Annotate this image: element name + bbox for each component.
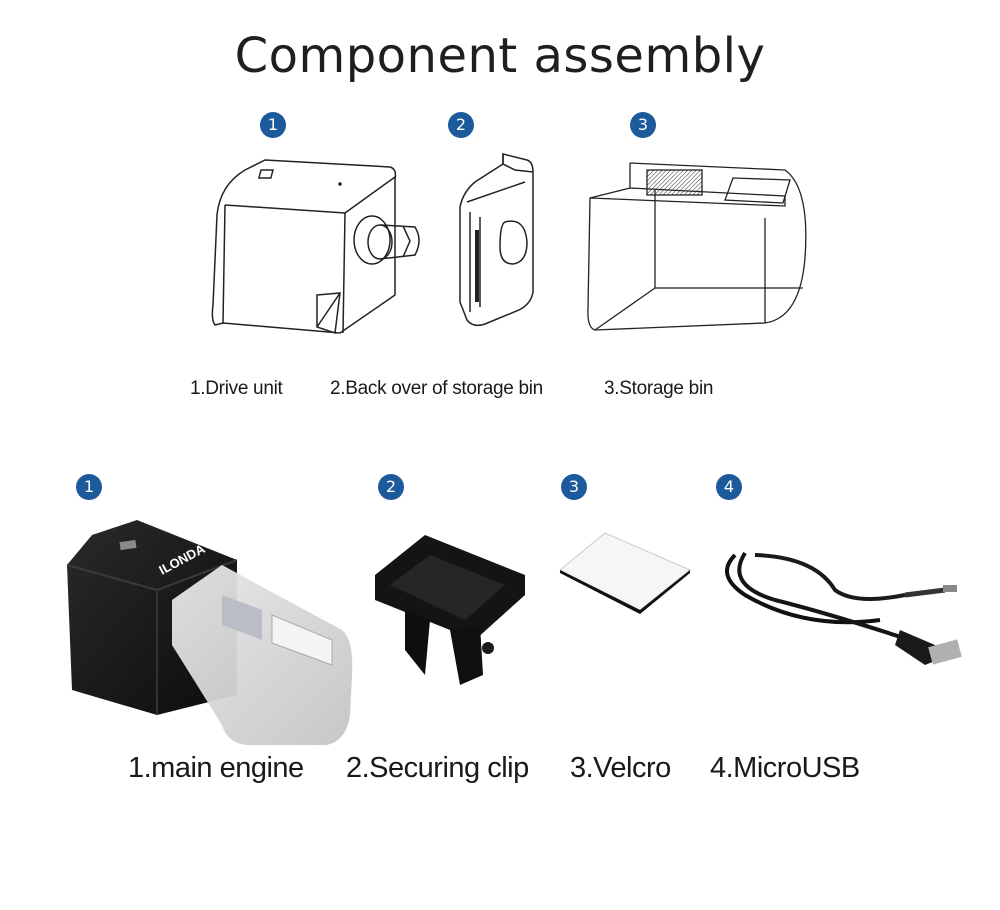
caption-main-engine: 1.main engine [128, 752, 304, 784]
caption-securing-clip: 2.Securing clip [346, 752, 529, 784]
badge-bottom-1: 1 [76, 474, 102, 500]
badge-top-1: 1 [260, 112, 286, 138]
caption-velcro: 3.Velcro [570, 752, 671, 784]
page-title: Component assembly [234, 28, 766, 84]
caption-back-cover: 2.Back over of storage bin [330, 378, 543, 399]
velcro-image [559, 532, 691, 614]
badge-top-2: 2 [448, 112, 474, 138]
drive-unit-drawing [211, 159, 420, 335]
badge-top-3: 3 [630, 112, 656, 138]
badge-bottom-2: 2 [378, 474, 404, 500]
back-cover-drawing [459, 153, 534, 327]
caption-storage-bin: 3.Storage bin [604, 378, 714, 399]
badge-bottom-4: 4 [716, 474, 742, 500]
caption-drive-unit: 1.Drive unit [190, 378, 283, 399]
main-engine-image: ILONDA [66, 520, 353, 745]
storage-bin-drawing [587, 162, 807, 331]
caption-microusb: 4.MicroUSB [710, 752, 860, 784]
securing-clip-image [375, 535, 525, 685]
badge-bottom-3: 3 [561, 474, 587, 500]
microusb-cable-image [725, 551, 962, 665]
